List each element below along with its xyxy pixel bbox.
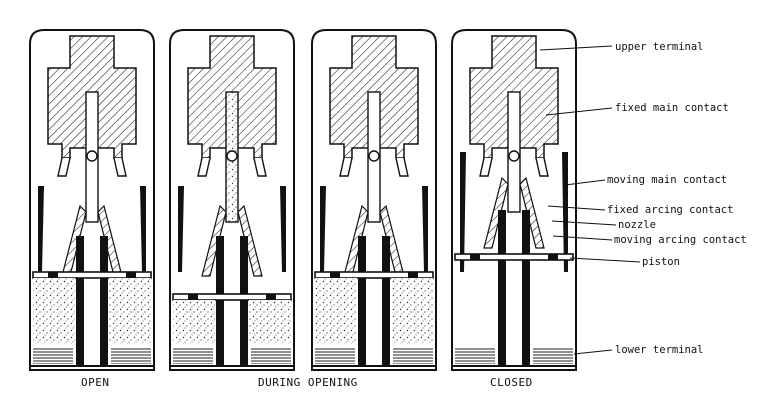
piston [32, 271, 152, 279]
fixed-main-contact-right [535, 157, 549, 177]
piston [172, 293, 292, 301]
piston-label: piston [642, 256, 680, 268]
gas-region-right [109, 278, 151, 344]
moving-arcing-contact-right [522, 210, 530, 365]
moving-main-contact-label: moving main contact [607, 174, 727, 186]
gas-region-left [33, 278, 75, 344]
contact-pin [86, 150, 98, 162]
breaker-panel-4 [451, 29, 577, 371]
fixed-main-contact-label: fixed main contact [615, 102, 729, 114]
piston-seal-left [330, 272, 340, 278]
fixed-main-contact-right [113, 157, 127, 177]
fixed-main-contact-left [197, 157, 211, 177]
lower-terminal-right [111, 348, 151, 364]
lower-terminal-left [315, 348, 355, 364]
moving-main-contact-right [422, 186, 428, 272]
caption-open: OPEN [81, 376, 110, 389]
breaker-panel-2 [169, 29, 295, 371]
breaker-panels [29, 29, 577, 371]
piston-seal-left [48, 272, 58, 278]
fixed-arcing-contact-label: fixed arcing contact [607, 204, 733, 216]
contact-pin [508, 150, 520, 162]
moving-main-contact-right [140, 186, 146, 272]
moving-main-contact-left [320, 186, 326, 272]
piston-seal-right [266, 294, 276, 300]
piston-seal-right [408, 272, 418, 278]
moving-arcing-contact-left [498, 210, 506, 365]
caption-during-opening: DURING OPENING [258, 376, 358, 389]
moving-arcing-contact-left [358, 236, 366, 365]
moving-arcing-contact-right [100, 236, 108, 365]
lower-terminal-left [455, 348, 495, 364]
fixed-main-contact-right [253, 157, 267, 177]
lower-terminal-right [393, 348, 433, 364]
moving-main-contact-left [38, 186, 44, 272]
gas-region-right [249, 300, 291, 344]
moving-main-contact-left [178, 186, 184, 272]
moving-main-contact-right [280, 186, 286, 272]
nozzle-right [237, 204, 263, 277]
contact-pin [226, 150, 238, 162]
fixed-main-contact-right [395, 157, 409, 177]
moving-arcing-contact-label: moving arcing contact [614, 234, 747, 246]
breaker-panel-1 [29, 29, 155, 371]
lower-terminal-right [251, 348, 291, 364]
moving-arcing-contact-left [76, 236, 84, 365]
caption-closed: CLOSED [490, 376, 533, 389]
nozzle-left [201, 204, 227, 277]
gas-region-left [173, 300, 215, 344]
moving-arcing-contact-right [382, 236, 390, 365]
fixed-main-contact-left [57, 157, 71, 177]
breaker-panel-3 [311, 29, 437, 371]
nozzle-label: nozzle [618, 219, 656, 231]
piston-seal-left [470, 254, 480, 260]
leader-lines [539, 45, 641, 355]
lower-terminal-left [173, 348, 213, 364]
fixed-main-contact-left [339, 157, 353, 177]
moving-main-contact-left [460, 152, 466, 272]
lower-terminal-label: lower terminal [615, 344, 704, 356]
lower-terminal-left [33, 348, 73, 364]
nozzle-left [483, 176, 509, 249]
moving-main-contact-right [562, 152, 568, 272]
fixed-main-contact-left [479, 157, 493, 177]
nozzle-right [519, 176, 545, 249]
upper-terminal-label: upper terminal [615, 41, 704, 53]
gas-region-right [391, 278, 433, 344]
contact-pin [368, 150, 380, 162]
piston [454, 253, 574, 261]
piston [314, 271, 434, 279]
piston-seal-right [126, 272, 136, 278]
lower-terminal-right [533, 348, 573, 364]
piston-seal-left [188, 294, 198, 300]
piston-seal-right [548, 254, 558, 260]
gas-region-left [315, 278, 357, 344]
